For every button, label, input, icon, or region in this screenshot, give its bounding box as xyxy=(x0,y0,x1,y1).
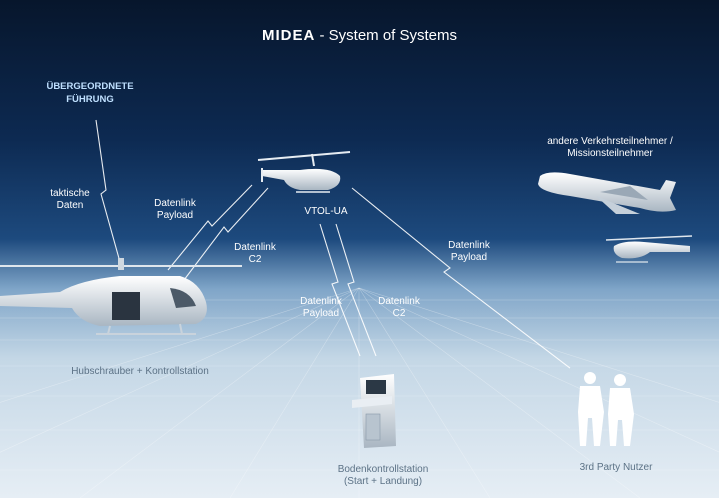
bolt-party xyxy=(351,187,571,369)
datalink-payload-party-line1: Datenlink xyxy=(448,240,490,251)
datalink-payload-ground-line2: Payload xyxy=(302,308,340,319)
label-datalink-c2-ground: Datenlink C2 xyxy=(364,296,434,320)
datalink-payload-party-line2: Payload xyxy=(450,252,488,263)
title-separator: - xyxy=(319,27,325,44)
tactical-data-line1: taktische xyxy=(50,188,90,199)
title-brand: MIDEA xyxy=(261,27,316,44)
ground-station-icon xyxy=(352,374,396,448)
datalink-c2-ground-line1: Datenlink xyxy=(378,296,420,307)
datalink-c2-heli-line2: C2 xyxy=(248,254,262,265)
label-datalink-payload-ground: Datenlink Payload xyxy=(286,296,356,320)
bolt-heli-payload xyxy=(167,184,253,271)
other-traffic-line2: Missionsteilnehmer xyxy=(567,148,653,159)
datalink-c2-ground-line2: C2 xyxy=(392,308,406,319)
datalink-payload-ground-line1: Datenlink xyxy=(300,296,342,307)
label-other-traffic: andere Verkehrsteilnehmer / Missionsteil… xyxy=(530,136,690,160)
higher-command-line2: FÜHRUNG xyxy=(66,94,114,105)
small-helicopter-icon xyxy=(605,235,693,263)
label-higher-command: ÜBERGEORDNETE FÜHRUNG xyxy=(40,80,140,106)
helicopter-icon xyxy=(0,258,242,335)
label-heli-control: Hubschrauber + Kontrollstation xyxy=(71,366,209,377)
title-subtitle: System of Systems xyxy=(328,27,458,44)
label-vtol: VTOL-UA xyxy=(304,206,348,217)
other-traffic-line1: andere Verkehrsteilnehmer / xyxy=(547,136,673,147)
bolt-command xyxy=(95,119,121,263)
label-third-party: 3rd Party Nutzer xyxy=(579,462,653,473)
label-tactical-data: taktische Daten xyxy=(35,188,105,212)
label-datalink-payload-party: Datenlink Payload xyxy=(434,240,504,264)
soldiers-icon xyxy=(578,372,634,446)
ground-station-line1: Bodenkontrollstation xyxy=(337,464,429,475)
label-datalink-payload-heli: Datenlink Payload xyxy=(140,198,210,222)
bolt-ground-payload xyxy=(319,223,361,357)
page-title: MIDEA - System of Systems xyxy=(0,27,719,44)
label-datalink-c2-heli: Datenlink C2 xyxy=(220,242,290,266)
datalink-c2-heli-line1: Datenlink xyxy=(234,242,276,253)
datalink-payload-heli-line1: Datenlink xyxy=(154,198,196,209)
bolt-ground-c2 xyxy=(335,223,377,357)
vtol-uav-icon xyxy=(257,151,351,193)
datalink-bolts xyxy=(95,119,571,369)
bolt-heli-c2 xyxy=(183,187,269,281)
ground-station-line2: (Start + Landung) xyxy=(343,476,423,487)
tactical-data-line2: Daten xyxy=(56,200,84,211)
label-ground-station: Bodenkontrollstation (Start + Landung) xyxy=(318,464,448,488)
datalink-payload-heli-line2: Payload xyxy=(156,210,194,221)
airliner-icon xyxy=(538,172,676,214)
higher-command-line1: ÜBERGEORDNETE xyxy=(46,81,134,92)
